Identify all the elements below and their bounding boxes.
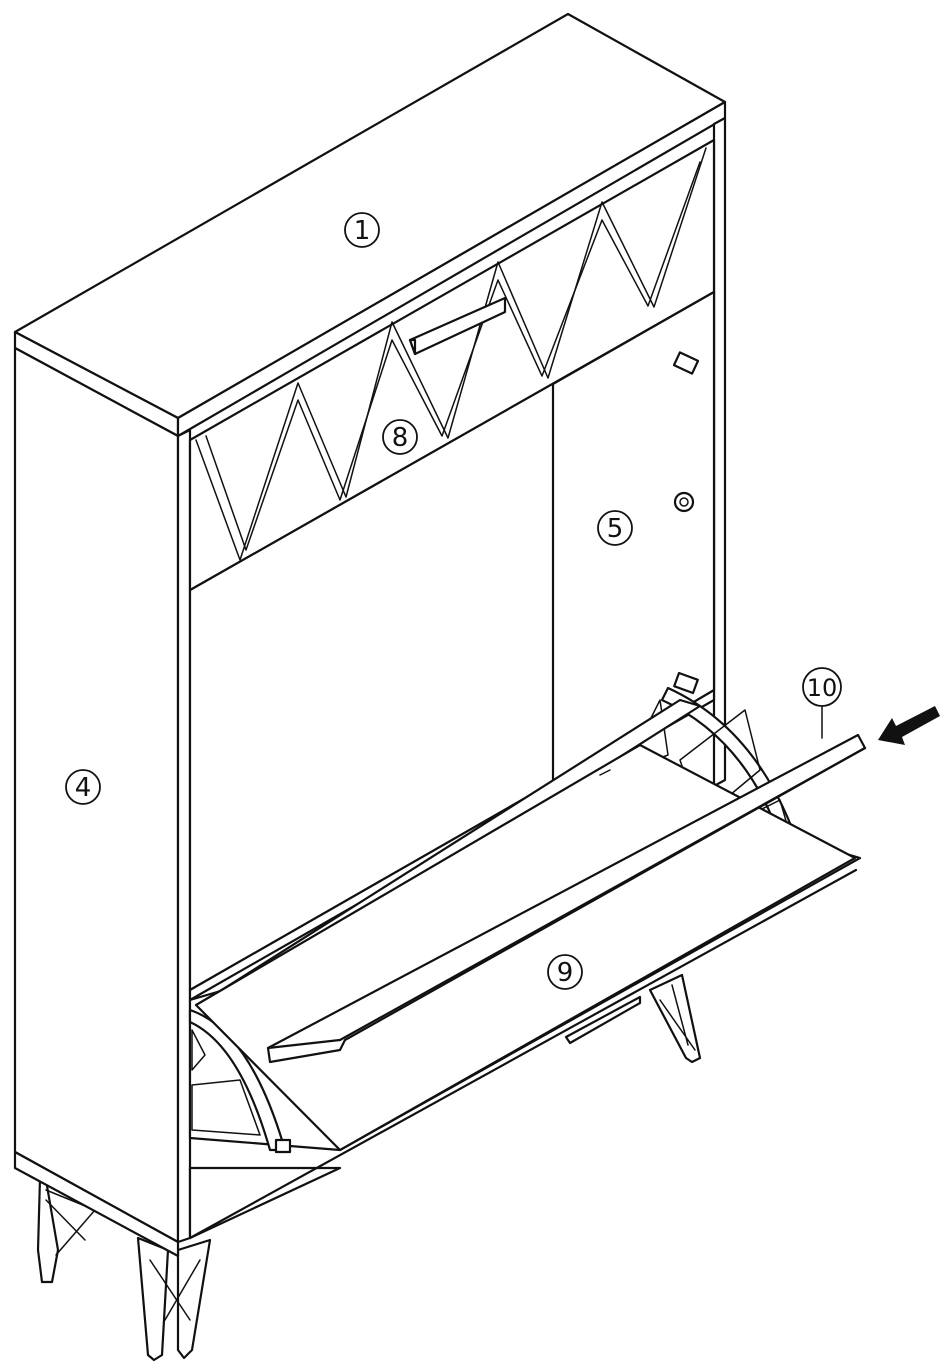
callout-flap-door: 9 — [547, 954, 583, 990]
drawer-front — [188, 138, 716, 592]
left-hinge-mechanism — [188, 1008, 292, 1154]
callout-flap-door-label: 9 — [557, 958, 574, 988]
insertion-arrow-icon — [878, 706, 940, 745]
cabinet-legs — [36, 973, 702, 1362]
side-panel — [13, 346, 192, 1258]
callout-door: 5 — [597, 510, 633, 546]
callout-side-panel: 4 — [65, 769, 101, 805]
callout-side-panel-label: 4 — [75, 773, 92, 803]
right-frame — [712, 116, 727, 788]
door — [551, 290, 716, 787]
shelf-board — [266, 733, 867, 1064]
callout-shelf-board: 10 — [802, 667, 842, 707]
callout-top-panel: 1 — [344, 212, 380, 248]
callout-shelf-board-label: 10 — [807, 674, 838, 702]
callout-top-panel-label: 1 — [354, 216, 371, 246]
callout-drawer-front-label: 8 — [392, 423, 409, 453]
callout-door-label: 5 — [607, 514, 624, 544]
callout-drawer-front: 8 — [382, 419, 418, 455]
